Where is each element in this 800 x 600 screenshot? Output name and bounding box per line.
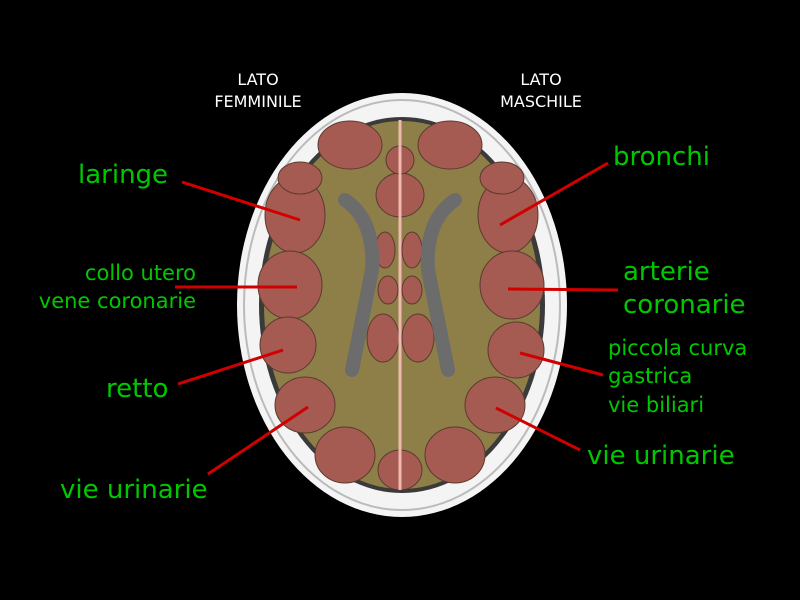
label-arterie: arterie (623, 257, 710, 287)
svg-text:LATO: LATO (520, 70, 561, 89)
svg-text:MASCHILE: MASCHILE (500, 92, 582, 111)
side-label-female: LATO FEMMINILE (214, 70, 301, 111)
pointer-arterie-coronarie (507, 287, 619, 292)
pointer-bronchi (499, 161, 609, 227)
label-coronarie: coronarie (623, 290, 746, 320)
label-collo-utero: collo utero (85, 261, 196, 285)
label-piccola-curva: piccola curva (608, 336, 747, 360)
label-gastrica: gastrica (608, 364, 692, 388)
pointer-retto (177, 348, 284, 386)
pointer-vie-urinarie-right (495, 406, 581, 452)
label-vie-urinarie-left: vie urinarie (60, 475, 208, 505)
svg-text:LATO: LATO (237, 70, 278, 89)
label-bronchi: bronchi (613, 142, 710, 172)
pointer-piccola-curva (519, 351, 604, 377)
side-label-male: LATO MASCHILE (500, 70, 582, 111)
label-retto: retto (106, 374, 168, 404)
pointer-lines (175, 161, 619, 476)
ct-scan-image (237, 93, 567, 517)
label-vie-biliari: vie biliari (608, 393, 704, 417)
svg-text:FEMMINILE: FEMMINILE (214, 92, 301, 111)
label-laringe: laringe (78, 160, 168, 190)
label-vie-urinarie-right: vie urinarie (587, 441, 735, 471)
pointer-laringe (181, 180, 301, 222)
pointer-vie-urinarie-left (207, 405, 309, 476)
label-vene-coronarie: vene coronarie (39, 289, 196, 313)
